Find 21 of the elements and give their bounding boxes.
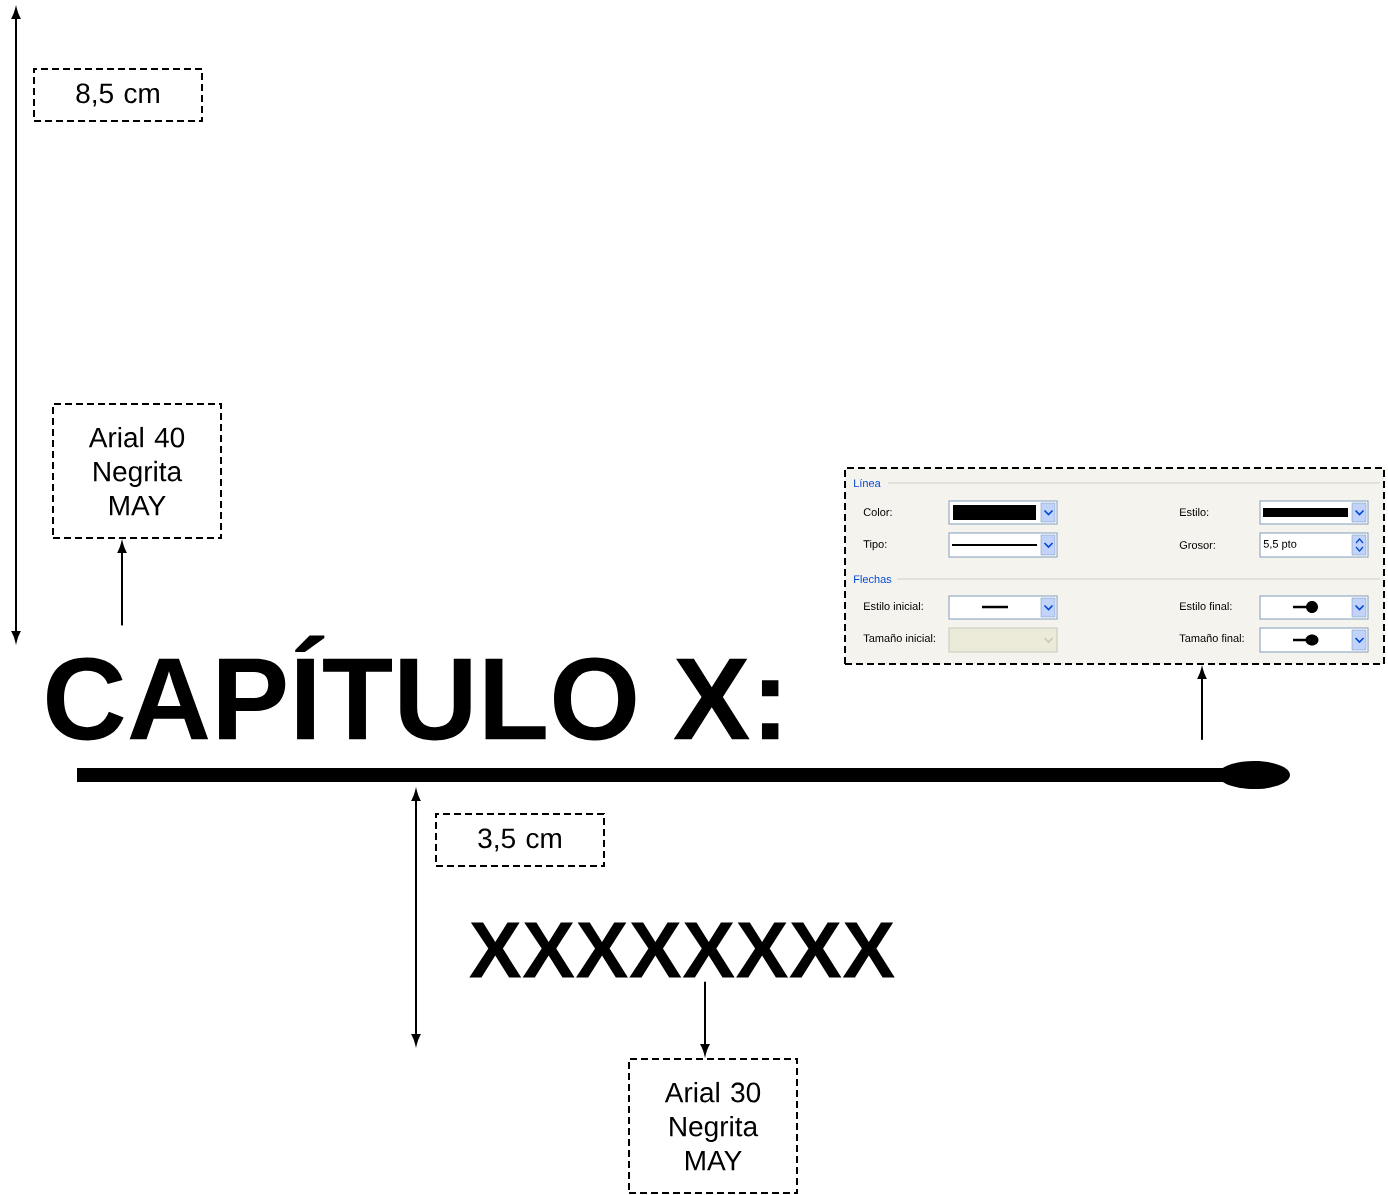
field-label: Grosor: bbox=[1179, 541, 1215, 549]
field-label: Color: bbox=[863, 507, 892, 517]
field-label: Estilo: bbox=[1180, 507, 1209, 517]
dimension-box: Arial 40 Negrita MAY bbox=[52, 403, 222, 539]
arrow bbox=[117, 542, 127, 627]
field-label: Estilo final: bbox=[1180, 602, 1232, 611]
section-heading: Línea bbox=[854, 478, 881, 488]
field-label: Estilo inicial: bbox=[864, 602, 923, 611]
field-label: Tipo: bbox=[863, 539, 887, 551]
field-label: Tamaño final: bbox=[1179, 634, 1244, 643]
heading-text: CAPÍTULO X: bbox=[47, 635, 779, 741]
heading-text: XXXXXXXX bbox=[469, 922, 895, 978]
field-label: Tamaño inicial: bbox=[863, 634, 935, 643]
arrow bbox=[700, 980, 710, 1055]
dimension-box: 3,5 cm bbox=[435, 813, 605, 867]
section-heading: Flechas bbox=[854, 574, 892, 584]
arrow bbox=[1197, 668, 1207, 741]
dimension-box: Arial 30 Negrita MAY bbox=[628, 1058, 798, 1194]
field-value: 5,5 pto bbox=[1263, 540, 1297, 550]
thick-line-drawing bbox=[77, 761, 1290, 789]
dimension-box: 8,5 cm bbox=[33, 68, 203, 122]
